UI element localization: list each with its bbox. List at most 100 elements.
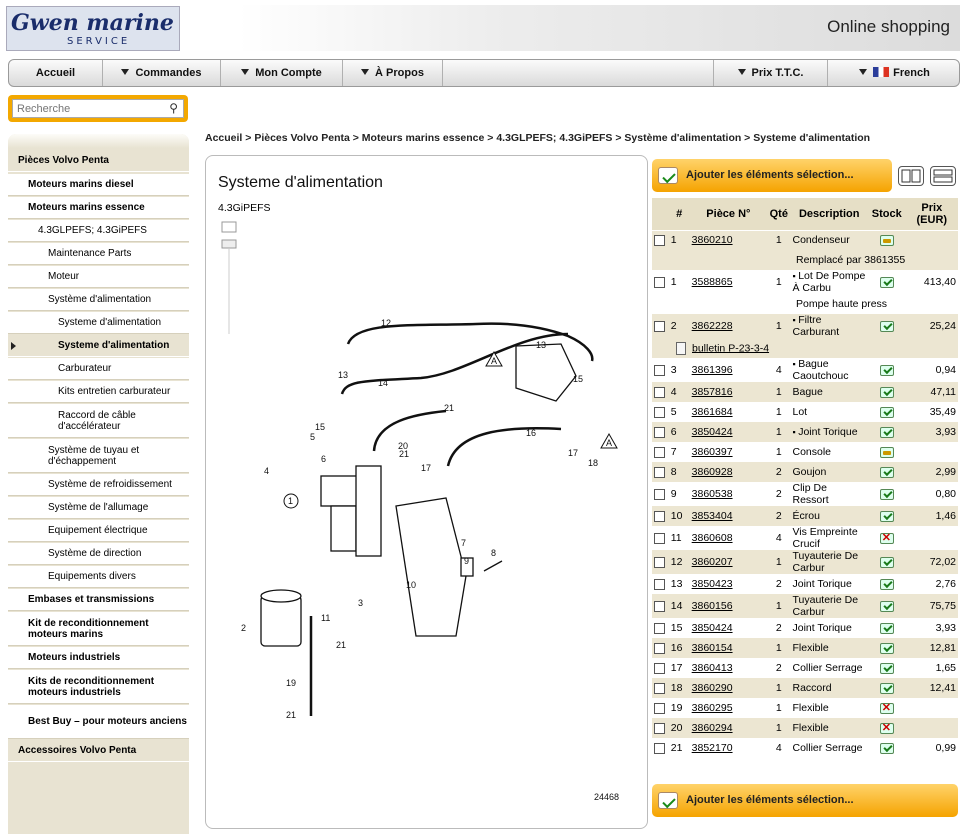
search-icon[interactable]: ⚲: [169, 101, 178, 115]
part-link[interactable]: 3861684: [691, 406, 733, 418]
row-qty: 1: [767, 314, 791, 338]
sidebar-item[interactable]: Moteurs marins diesel: [8, 174, 189, 196]
part-link[interactable]: 3850424: [691, 622, 733, 634]
part-link[interactable]: 3860928: [691, 466, 733, 478]
row-checkbox[interactable]: [654, 466, 665, 478]
part-link[interactable]: 3860290: [691, 682, 733, 694]
part-link[interactable]: 3860538: [691, 488, 733, 500]
row-checkbox[interactable]: [654, 702, 665, 714]
row-checkbox[interactable]: [654, 234, 665, 246]
part-link[interactable]: 3860207: [691, 556, 733, 568]
svg-text:4: 4: [264, 466, 269, 476]
sidebar-item[interactable]: Equipements divers: [8, 566, 189, 588]
view-split-button[interactable]: [898, 166, 924, 186]
row-checkbox[interactable]: [654, 488, 665, 500]
sidebar-item[interactable]: Embases et transmissions: [8, 589, 189, 611]
sidebar-item[interactable]: Système de direction: [8, 543, 189, 565]
nav-account[interactable]: Mon Compte: [221, 60, 343, 86]
svg-text:17: 17: [568, 448, 578, 458]
part-link[interactable]: 3860294: [691, 722, 733, 734]
sidebar-item[interactable]: Moteurs industriels: [8, 647, 189, 669]
part-link[interactable]: 3850424: [691, 426, 733, 438]
part-link[interactable]: 3850423: [691, 578, 733, 590]
row-num: 20: [668, 718, 690, 738]
row-checkbox[interactable]: [654, 682, 665, 694]
row-checkbox[interactable]: [654, 510, 665, 522]
sidebar-item[interactable]: Moteur: [8, 266, 189, 288]
sidebar-item[interactable]: 4.3GLPEFS; 4.3GiPEFS: [8, 220, 189, 242]
row-checkbox[interactable]: [654, 600, 665, 612]
nav-about[interactable]: À Propos: [343, 60, 443, 86]
sidebar-item[interactable]: Best Buy – pour moteurs anciens: [8, 705, 189, 739]
row-price: 2,99: [905, 462, 958, 482]
row-checkbox[interactable]: [654, 276, 665, 288]
part-link[interactable]: 3852170: [691, 742, 733, 754]
sidebar-item[interactable]: Kits de reconditionnement moteurs indust…: [8, 670, 189, 704]
sidebar-item[interactable]: Equipement électrique: [8, 520, 189, 542]
stock-ok-icon: [879, 488, 894, 500]
row-checkbox[interactable]: [654, 446, 665, 458]
sidebar-item[interactable]: Raccord de câble d'accélérateur: [8, 404, 189, 438]
sidebar-item[interactable]: Pièces Volvo Penta: [8, 150, 189, 172]
sidebar-item[interactable]: Système de l'allumage: [8, 497, 189, 519]
row-checkbox[interactable]: [654, 642, 665, 654]
part-link[interactable]: 3860608: [691, 532, 733, 544]
part-link[interactable]: 3853404: [691, 510, 733, 522]
part-link[interactable]: 3861396: [691, 364, 733, 376]
row-checkbox[interactable]: [654, 622, 665, 634]
row-checkbox[interactable]: [654, 742, 665, 754]
nav-orders[interactable]: Commandes: [103, 60, 221, 86]
logo[interactable]: Gwen marine SERVICE: [6, 6, 180, 51]
row-checkbox[interactable]: [654, 386, 665, 398]
zoom-slider[interactable]: [221, 239, 237, 249]
part-link[interactable]: 3860413: [691, 662, 733, 674]
nav-price[interactable]: Prix T.T.C.: [713, 60, 827, 86]
row-checkbox[interactable]: [654, 320, 665, 332]
part-link[interactable]: 3860397: [691, 446, 733, 458]
add-selected-button-top[interactable]: Ajouter les éléments sélection...: [652, 159, 892, 192]
part-link[interactable]: 3857816: [691, 386, 733, 398]
part-link[interactable]: 3860295: [691, 702, 733, 714]
sidebar-item[interactable]: Moteurs marins essence: [8, 197, 189, 219]
view-list-button[interactable]: [930, 166, 956, 186]
sidebar-item[interactable]: Système d'alimentation: [8, 289, 189, 311]
part-link[interactable]: 3860156: [691, 600, 733, 612]
sidebar-item[interactable]: Carburateur: [8, 358, 189, 380]
part-link[interactable]: 3862228: [691, 320, 733, 332]
row-checkbox[interactable]: [654, 662, 665, 674]
row-checkbox[interactable]: [654, 364, 665, 376]
row-desc: Joint Torique: [792, 578, 852, 590]
nav-language[interactable]: French: [827, 60, 959, 86]
svg-text:10: 10: [406, 580, 416, 590]
part-link[interactable]: 3860154: [691, 642, 733, 654]
sidebar-item[interactable]: Système de refroidissement: [8, 474, 189, 496]
breadcrumb[interactable]: Accueil > Pièces Volvo Penta > Moteurs m…: [205, 132, 871, 144]
sidebar-item[interactable]: Accessoires Volvo Penta: [8, 740, 189, 762]
replacement-note: Remplacé par 3861355: [652, 250, 958, 270]
row-checkbox[interactable]: [654, 556, 665, 568]
row-checkbox[interactable]: [654, 578, 665, 590]
part-link[interactable]: 3860210: [691, 234, 733, 247]
sidebar-item[interactable]: Systeme d'alimentation: [8, 335, 189, 357]
nav-home[interactable]: Accueil: [9, 60, 103, 86]
sidebar-item[interactable]: Système de tuyau et d'échappement: [8, 439, 189, 473]
zoom-in-icon[interactable]: [221, 221, 237, 233]
row-checkbox[interactable]: [654, 406, 665, 418]
row-checkbox[interactable]: [654, 722, 665, 734]
sidebar-item[interactable]: Kit de reconditionnement moteurs marins: [8, 612, 189, 646]
sidebar-item[interactable]: Kits entretien carburateur: [8, 381, 189, 403]
row-price: 72,02: [905, 550, 958, 574]
sidebar-item[interactable]: Maintenance Parts: [8, 243, 189, 265]
row-checkbox[interactable]: [654, 426, 665, 438]
current-arrow-icon: [11, 341, 16, 350]
sidebar-item[interactable]: Systeme d'alimentation: [8, 312, 189, 334]
row-checkbox[interactable]: [654, 532, 665, 544]
add-selected-button-bottom[interactable]: Ajouter les éléments sélection...: [652, 784, 958, 817]
part-link[interactable]: 3588865: [691, 276, 733, 288]
bulletin-link[interactable]: bulletin P-23-3-4: [692, 341, 770, 354]
sidebar-item-label: Système de tuyau et d'échappement: [48, 444, 140, 467]
stock-ok-icon: [879, 578, 894, 590]
search-input[interactable]: [13, 100, 163, 117]
